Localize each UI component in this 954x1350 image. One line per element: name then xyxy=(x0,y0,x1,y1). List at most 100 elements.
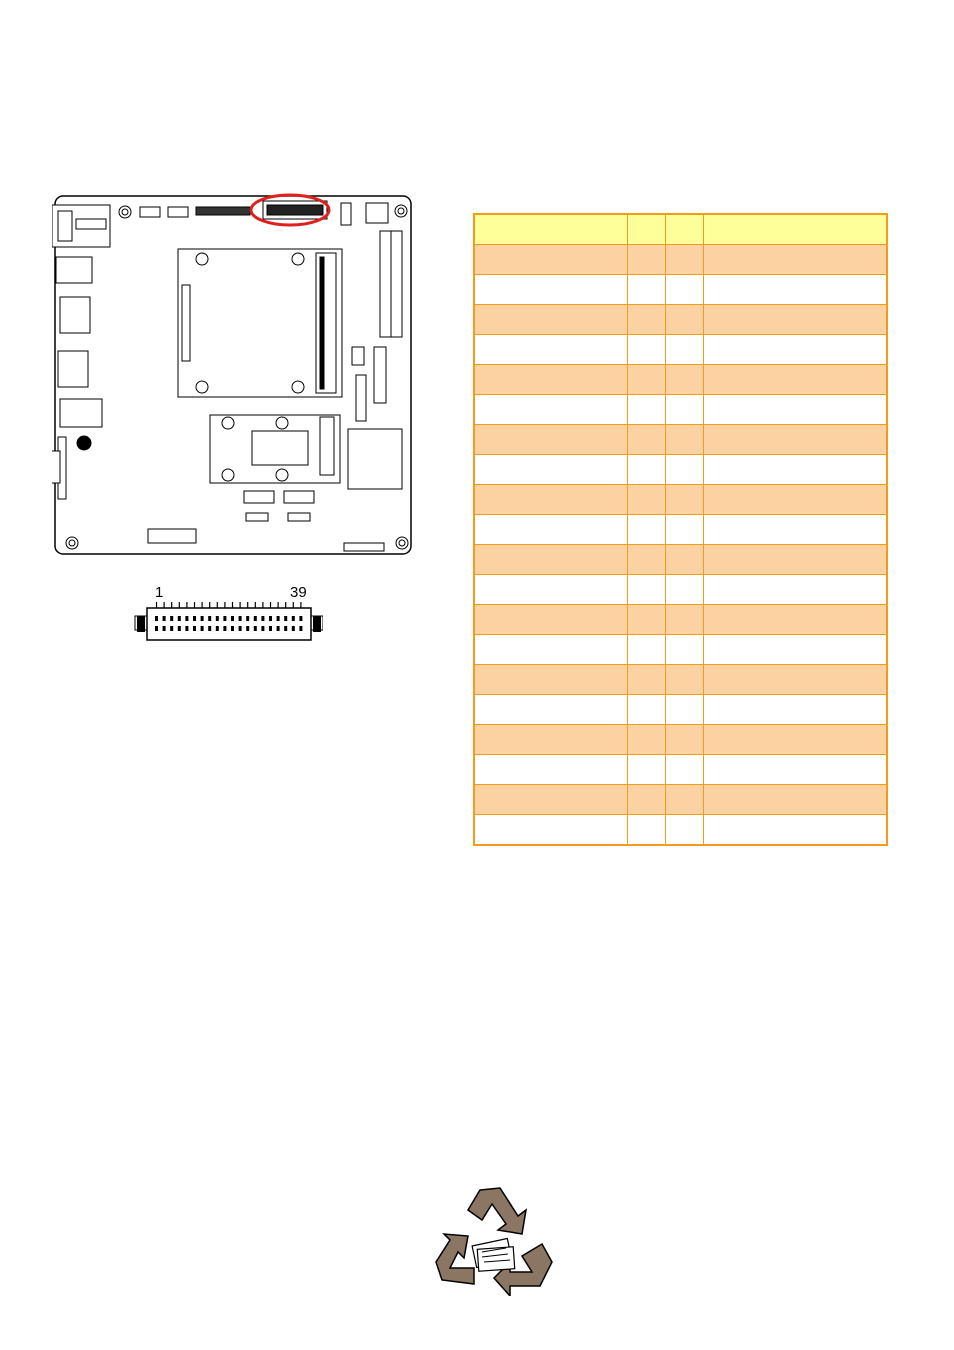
table-row xyxy=(473,274,888,305)
connector-pin xyxy=(215,626,219,631)
table-cell xyxy=(702,604,888,635)
table-cell xyxy=(626,664,666,695)
connector-pin xyxy=(253,626,257,631)
mounting-holes xyxy=(65,204,409,550)
table-header-row xyxy=(473,213,888,245)
connector-pin xyxy=(238,616,242,621)
table-cell xyxy=(702,514,888,545)
connector-pin xyxy=(276,616,280,621)
sim-card-area xyxy=(209,414,341,484)
header-cell-pin-right xyxy=(664,213,704,245)
table-cell xyxy=(626,304,666,335)
table-row xyxy=(473,604,888,635)
connector-pin xyxy=(269,626,272,631)
highlight-ring xyxy=(249,193,331,227)
right-side-components xyxy=(347,346,403,490)
table-cell xyxy=(702,454,888,485)
connector-pin xyxy=(223,616,227,621)
table-cell xyxy=(702,544,888,575)
table-cell xyxy=(473,304,628,335)
table-cell xyxy=(664,574,704,605)
table-cell xyxy=(473,334,628,365)
power-connector xyxy=(379,230,403,338)
connector-pin xyxy=(185,626,189,631)
connector-pin xyxy=(291,626,295,631)
connector-pin xyxy=(246,626,250,631)
connector-pin xyxy=(208,626,212,631)
table-cell xyxy=(473,634,628,665)
table-cell xyxy=(473,364,628,395)
connector-pin xyxy=(177,616,181,621)
table-cell xyxy=(664,454,704,485)
table-cell xyxy=(473,244,628,275)
table-row xyxy=(473,244,888,275)
table-cell xyxy=(626,814,666,846)
connector-pin xyxy=(215,616,219,621)
table-cell xyxy=(473,274,628,305)
table-cell xyxy=(702,694,888,725)
connector-pin xyxy=(162,616,166,621)
connector-pins xyxy=(155,602,303,631)
table-cell xyxy=(626,274,666,305)
table-row xyxy=(473,544,888,575)
table-row xyxy=(473,304,888,335)
table-cell xyxy=(473,694,628,725)
connector-pin xyxy=(261,616,265,621)
rear-io-ports xyxy=(52,204,111,500)
table-cell xyxy=(626,364,666,395)
table-cell xyxy=(626,514,666,545)
table-cell xyxy=(702,334,888,365)
table-cell xyxy=(664,604,704,635)
table-cell xyxy=(664,424,704,455)
connector-pin xyxy=(284,626,288,631)
table-cell xyxy=(626,334,666,365)
table-cell xyxy=(664,304,704,335)
table-row xyxy=(473,394,888,425)
table-cell xyxy=(702,394,888,425)
table-cell xyxy=(664,754,704,785)
connector-pin xyxy=(193,626,196,631)
table-cell xyxy=(473,484,628,515)
table-row xyxy=(473,514,888,545)
table-cell xyxy=(626,244,666,275)
sata-ports xyxy=(243,490,315,522)
minipcie-slot xyxy=(177,248,343,398)
table-cell xyxy=(702,574,888,605)
table-cell xyxy=(702,304,888,335)
table-row xyxy=(473,484,888,515)
header-cell-pin-left xyxy=(626,213,666,245)
connector-pin xyxy=(170,626,174,631)
table-cell xyxy=(626,754,666,785)
connector-pin xyxy=(193,616,196,621)
top-headers xyxy=(139,200,389,226)
table-cell xyxy=(473,814,628,846)
table-row xyxy=(473,694,888,725)
table-cell xyxy=(473,544,628,575)
table-cell xyxy=(664,334,704,365)
table-cell xyxy=(473,574,628,605)
table-cell xyxy=(664,484,704,515)
table-row xyxy=(473,664,888,695)
table-cell xyxy=(473,784,628,815)
table-row xyxy=(473,424,888,455)
connector-pin xyxy=(231,626,234,631)
table-cell xyxy=(664,394,704,425)
connector-pin xyxy=(299,626,303,631)
table-cell xyxy=(473,514,628,545)
connector-pin xyxy=(223,626,227,631)
table-cell xyxy=(626,604,666,635)
table-cell xyxy=(702,364,888,395)
connector-pin xyxy=(231,616,234,621)
table-cell xyxy=(626,724,666,755)
table-cell xyxy=(664,814,704,846)
connector-pin xyxy=(238,626,242,631)
table-cell xyxy=(473,664,628,695)
table-cell xyxy=(626,454,666,485)
table-cell xyxy=(664,784,704,815)
table-cell xyxy=(664,274,704,305)
table-row xyxy=(473,814,888,846)
table-row xyxy=(473,334,888,365)
table-cell xyxy=(702,814,888,846)
table-cell xyxy=(473,454,628,485)
table-cell xyxy=(473,604,628,635)
